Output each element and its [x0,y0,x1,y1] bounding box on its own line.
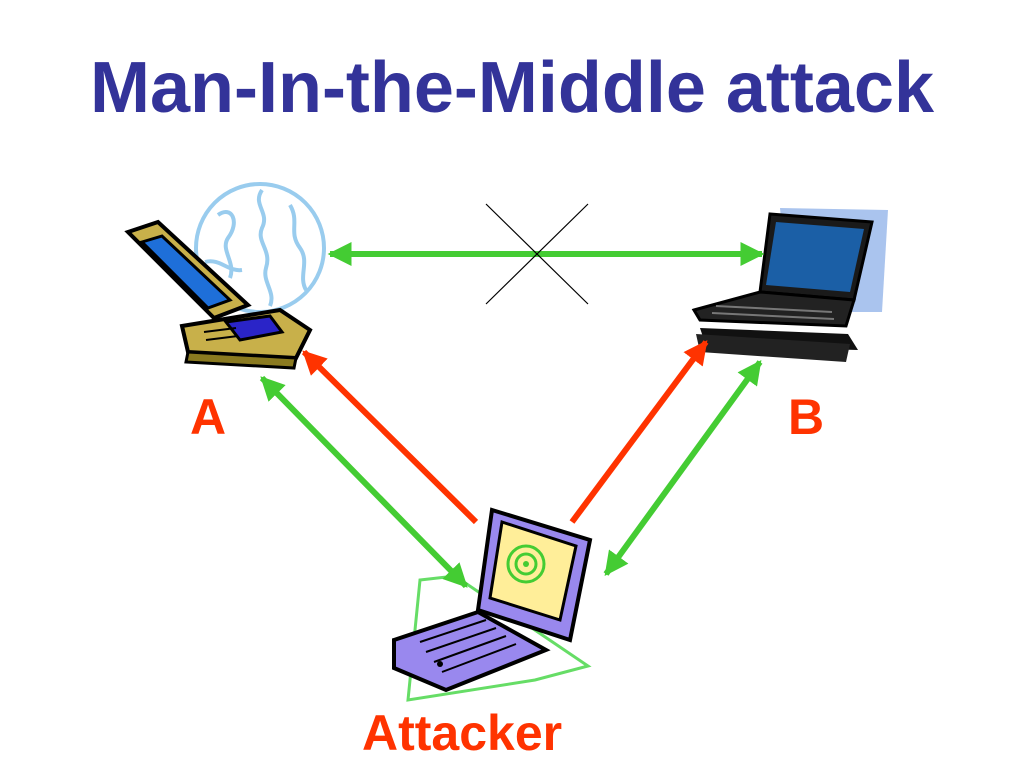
node-label-attacker: Attacker [362,705,563,761]
page-title: Man-In-the-Middle attack [89,48,935,128]
laptop-a-icon [124,219,313,370]
link-attacker-b [569,340,709,524]
link-a-attacker [259,375,469,589]
node-label-b: B [788,389,825,445]
link-attacker-a [301,349,479,525]
node-label-a: A [190,389,227,445]
link-b-attacker [603,360,763,576]
laptop-b-icon [691,208,888,362]
laptop-attacker-icon [392,507,593,702]
globe-icon [194,182,326,314]
blocked-cross-icon [485,203,589,305]
